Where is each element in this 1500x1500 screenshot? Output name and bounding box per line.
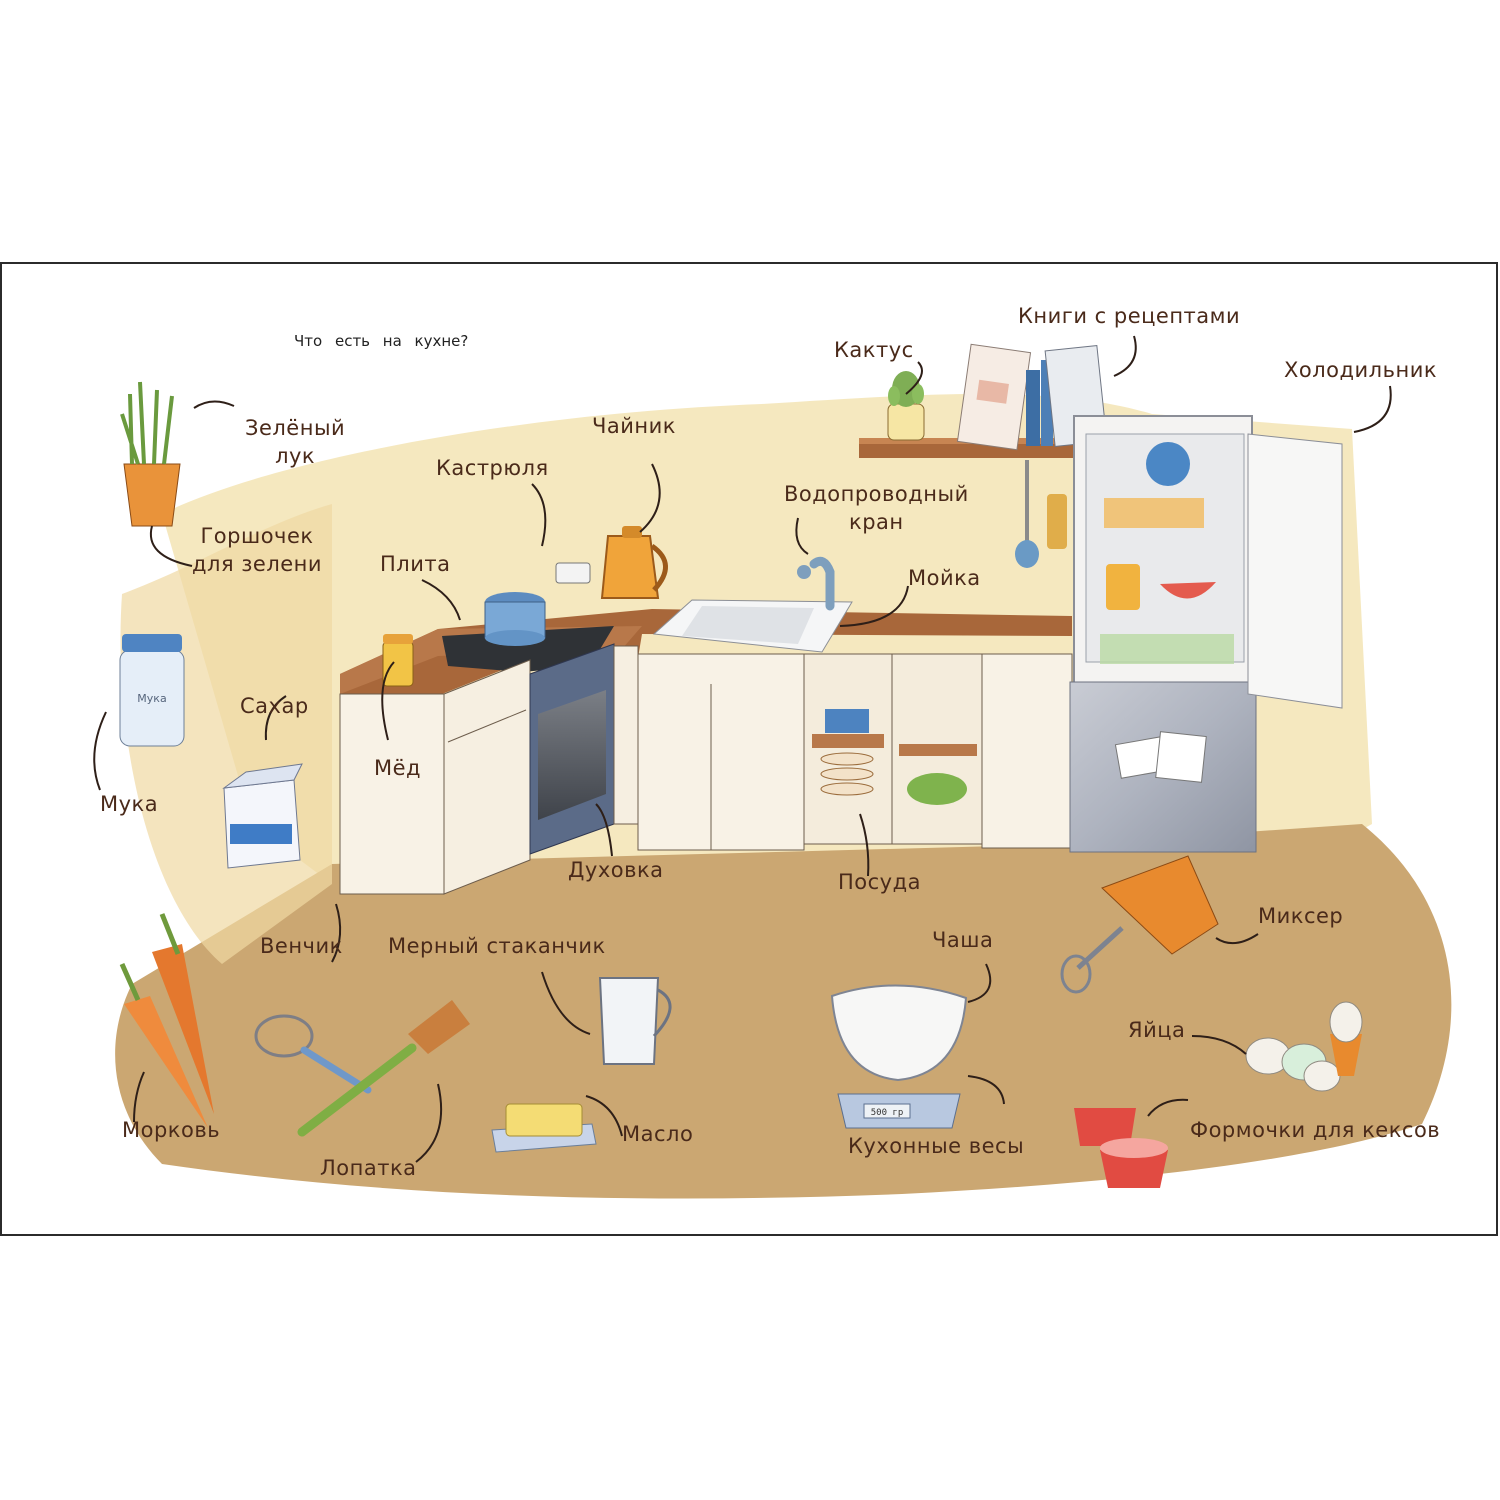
label-kettle: Чайник [592, 414, 676, 438]
cactus-pot [887, 371, 925, 441]
whisk [254, 1014, 372, 1094]
label-bowl: Чаша [932, 928, 994, 952]
label-green-onion-line1: Зелёный [245, 416, 346, 440]
eggs [1245, 1001, 1363, 1092]
floor-area [115, 824, 1452, 1199]
illustration-frame: Мука [0, 262, 1498, 1236]
kitchen-illustration: Мука [93, 335, 1452, 1199]
sugar-box [222, 763, 303, 869]
label-pot-for-greens-line2: для зелени [192, 552, 323, 577]
wall-socket [555, 562, 591, 584]
label-dishes: Посуда [838, 870, 922, 894]
label-spatula: Лопатка [320, 1156, 417, 1180]
label-saucepan: Кастрюля [436, 456, 549, 480]
label-mixer: Миксер [1258, 904, 1344, 928]
side-cabinet [613, 645, 639, 825]
butter [491, 1103, 597, 1153]
label-oven: Духовка [568, 858, 664, 882]
label-fridge: Холодильник [1284, 358, 1438, 382]
flour-jar-label: Мука [137, 692, 166, 705]
label-faucet-line1: Водопроводный [784, 482, 969, 506]
label-carrot: Морковь [122, 1118, 221, 1142]
left-cabinet [339, 659, 531, 895]
page-title: Что есть на кухне? [294, 332, 469, 350]
label-green-onion: Зелёный лук [245, 414, 345, 471]
honey-jar [382, 634, 414, 687]
label-stove: Плита [380, 552, 451, 576]
flour-jar: Мука [119, 634, 185, 747]
green-onion-pot [120, 381, 181, 527]
carrots [119, 913, 214, 1128]
leader-arrows [93, 335, 1392, 1163]
faucet [797, 556, 835, 611]
label-flour: Мука [100, 792, 159, 816]
label-cupcake-molds: Формочки для кексов [1190, 1118, 1441, 1142]
label-faucet: Водопроводный кран [784, 480, 969, 537]
label-sugar: Сахар [240, 694, 309, 718]
label-kitchen-scale: Кухонные весы [848, 1134, 1025, 1158]
label-green-onion-line2: лук [275, 444, 316, 469]
base-cabinets-right [637, 653, 1073, 851]
label-sink: Мойка [908, 566, 981, 590]
kettle [600, 526, 668, 599]
label-measuring-cup: Мерный стаканчик [388, 934, 606, 958]
label-recipe-books: Книги с рецептами [1018, 304, 1241, 328]
spatula [297, 1000, 470, 1137]
label-whisk: Венчик [260, 934, 343, 958]
saucepan [484, 592, 546, 646]
mixing-bowl [830, 984, 968, 1082]
cupcake-molds [1074, 1108, 1168, 1188]
refrigerator [1069, 415, 1343, 853]
hand-mixer [1060, 855, 1219, 994]
label-butter: Масло [622, 1122, 694, 1146]
measuring-cup [598, 977, 672, 1065]
label-honey: Мёд [374, 756, 422, 780]
scale-readout: 500 гр [871, 1108, 904, 1118]
label-cactus: Кактус [834, 338, 914, 362]
kitchen-scale: 500 гр [837, 1093, 961, 1129]
label-pot-for-greens-line1: Горшочек [200, 524, 314, 548]
oven [529, 643, 615, 855]
label-pot-for-greens: Горшочек для зелени [192, 522, 322, 579]
label-eggs: Яйца [1128, 1018, 1186, 1042]
label-faucet-line2: кран [849, 510, 904, 535]
hanging-utensils [1015, 460, 1067, 568]
sink [652, 599, 853, 653]
dishes-shelf [812, 709, 977, 805]
